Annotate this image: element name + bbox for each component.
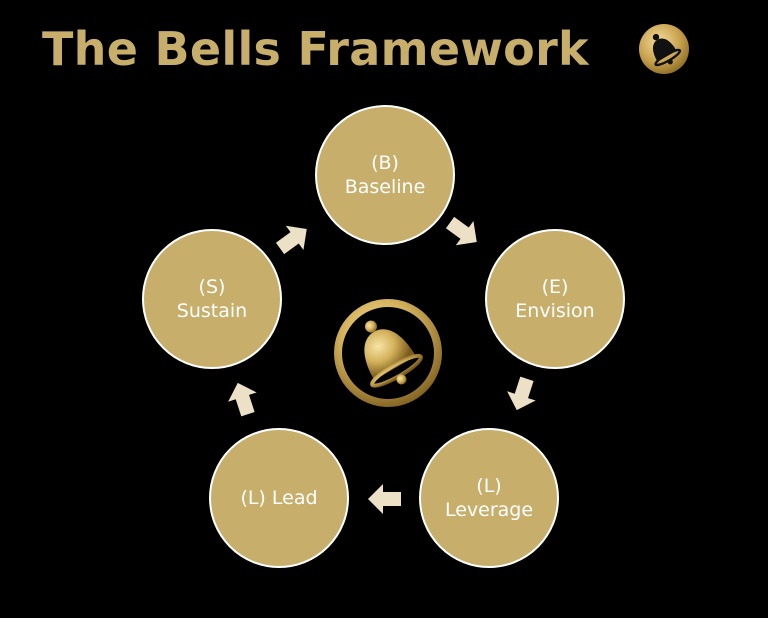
bell-logo-icon bbox=[333, 298, 443, 408]
node-letter: (S) bbox=[198, 276, 226, 298]
title-bell-icon bbox=[638, 23, 690, 75]
node-letter: (B) bbox=[371, 152, 399, 174]
node-label: Leverage bbox=[444, 499, 534, 521]
node-label: Envision bbox=[515, 300, 595, 322]
node-label: (L) Lead bbox=[240, 486, 317, 510]
node-letter: (L) bbox=[240, 487, 266, 509]
cycle-arrow-icon bbox=[502, 375, 542, 413]
node-baseline: (B) Baseline bbox=[315, 105, 455, 245]
cycle-arrow-icon bbox=[223, 380, 263, 418]
cycle-arrow-icon bbox=[443, 213, 483, 251]
cycle-arrow-icon bbox=[365, 480, 405, 518]
node-envision: (E) Envision bbox=[485, 229, 625, 369]
node-label-text: Lead bbox=[271, 487, 318, 509]
node-sustain: (S) Sustain bbox=[142, 229, 282, 369]
node-lead: (L) Lead bbox=[209, 428, 349, 568]
cycle-arrow-icon bbox=[273, 220, 313, 258]
page-title: The Bells Framework bbox=[42, 22, 589, 76]
node-letter: (L) bbox=[476, 475, 502, 497]
node-label: Sustain bbox=[176, 300, 248, 322]
node-letter: (E) bbox=[541, 276, 569, 298]
node-leverage: (L) Leverage bbox=[419, 428, 559, 568]
node-label: Baseline bbox=[344, 176, 426, 198]
